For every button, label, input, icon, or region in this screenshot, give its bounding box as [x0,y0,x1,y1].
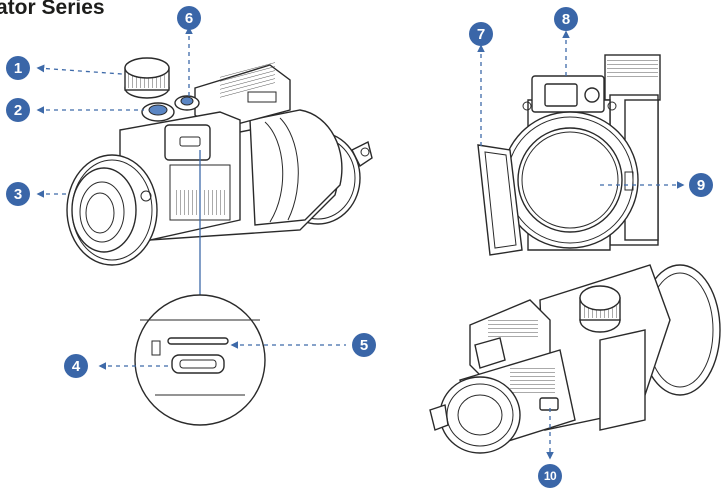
right-bottom-device [429,264,721,454]
magnifier-detail [134,150,266,426]
callout-2: 2 [6,98,30,122]
callout-7: 7 [469,22,493,46]
callout-6: 6 [177,6,201,30]
callout-1: 1 [6,56,30,80]
callout-3: 3 [6,182,30,206]
callout-9: 9 [689,173,713,197]
callout-4: 4 [64,354,88,378]
right-top-device [477,54,661,256]
page-title: ator Series [0,0,105,19]
callout-10: 10 [538,464,562,488]
callout-5: 5 [352,333,376,357]
left-device [66,57,373,266]
callout-8: 8 [554,7,578,31]
